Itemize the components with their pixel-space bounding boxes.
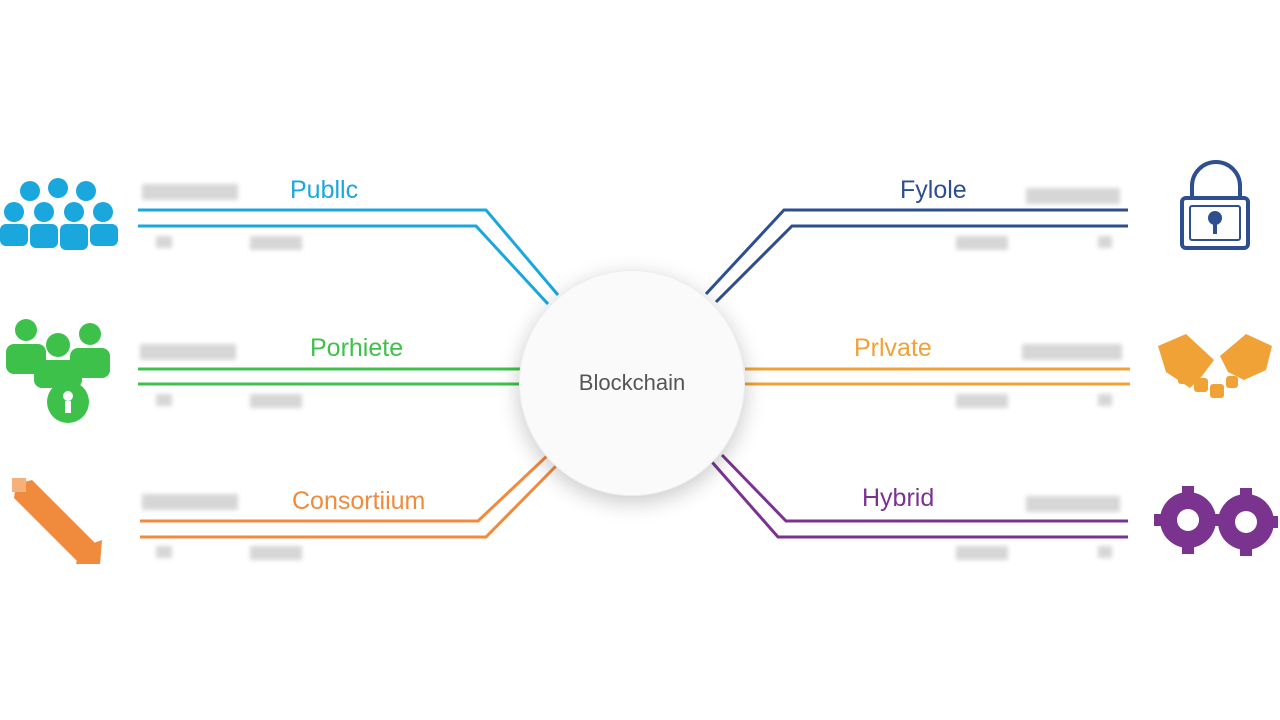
branch-hybrid-lines (710, 453, 1128, 539)
branch-permissioned-lines (138, 367, 520, 386)
branch-label-private: Prlvate (854, 334, 932, 362)
branch-private-top-lines (704, 208, 1128, 304)
padlock-icon (1180, 160, 1250, 250)
hub-label: Blockchain (578, 370, 686, 395)
branch-consortium-lines (140, 453, 558, 539)
branch-label-private-top: Fylole (900, 176, 967, 204)
branch-private-lines (745, 367, 1130, 386)
branch-label-consortium: Consortiium (292, 487, 426, 515)
diagonal-arrow-icon (12, 478, 102, 564)
branch-label-hybrid: Hybrid (862, 484, 935, 512)
people-group-icon (0, 178, 118, 250)
gears-icon (1154, 486, 1278, 556)
branch-label-public: Publlc (290, 176, 359, 204)
blockchain-hub: Blockchain (519, 270, 745, 496)
branch-label-permissioned: Porhiete (310, 334, 404, 362)
branch-public-lines (138, 208, 560, 306)
handshake-icon (1158, 334, 1272, 398)
users-key-icon (6, 319, 110, 423)
